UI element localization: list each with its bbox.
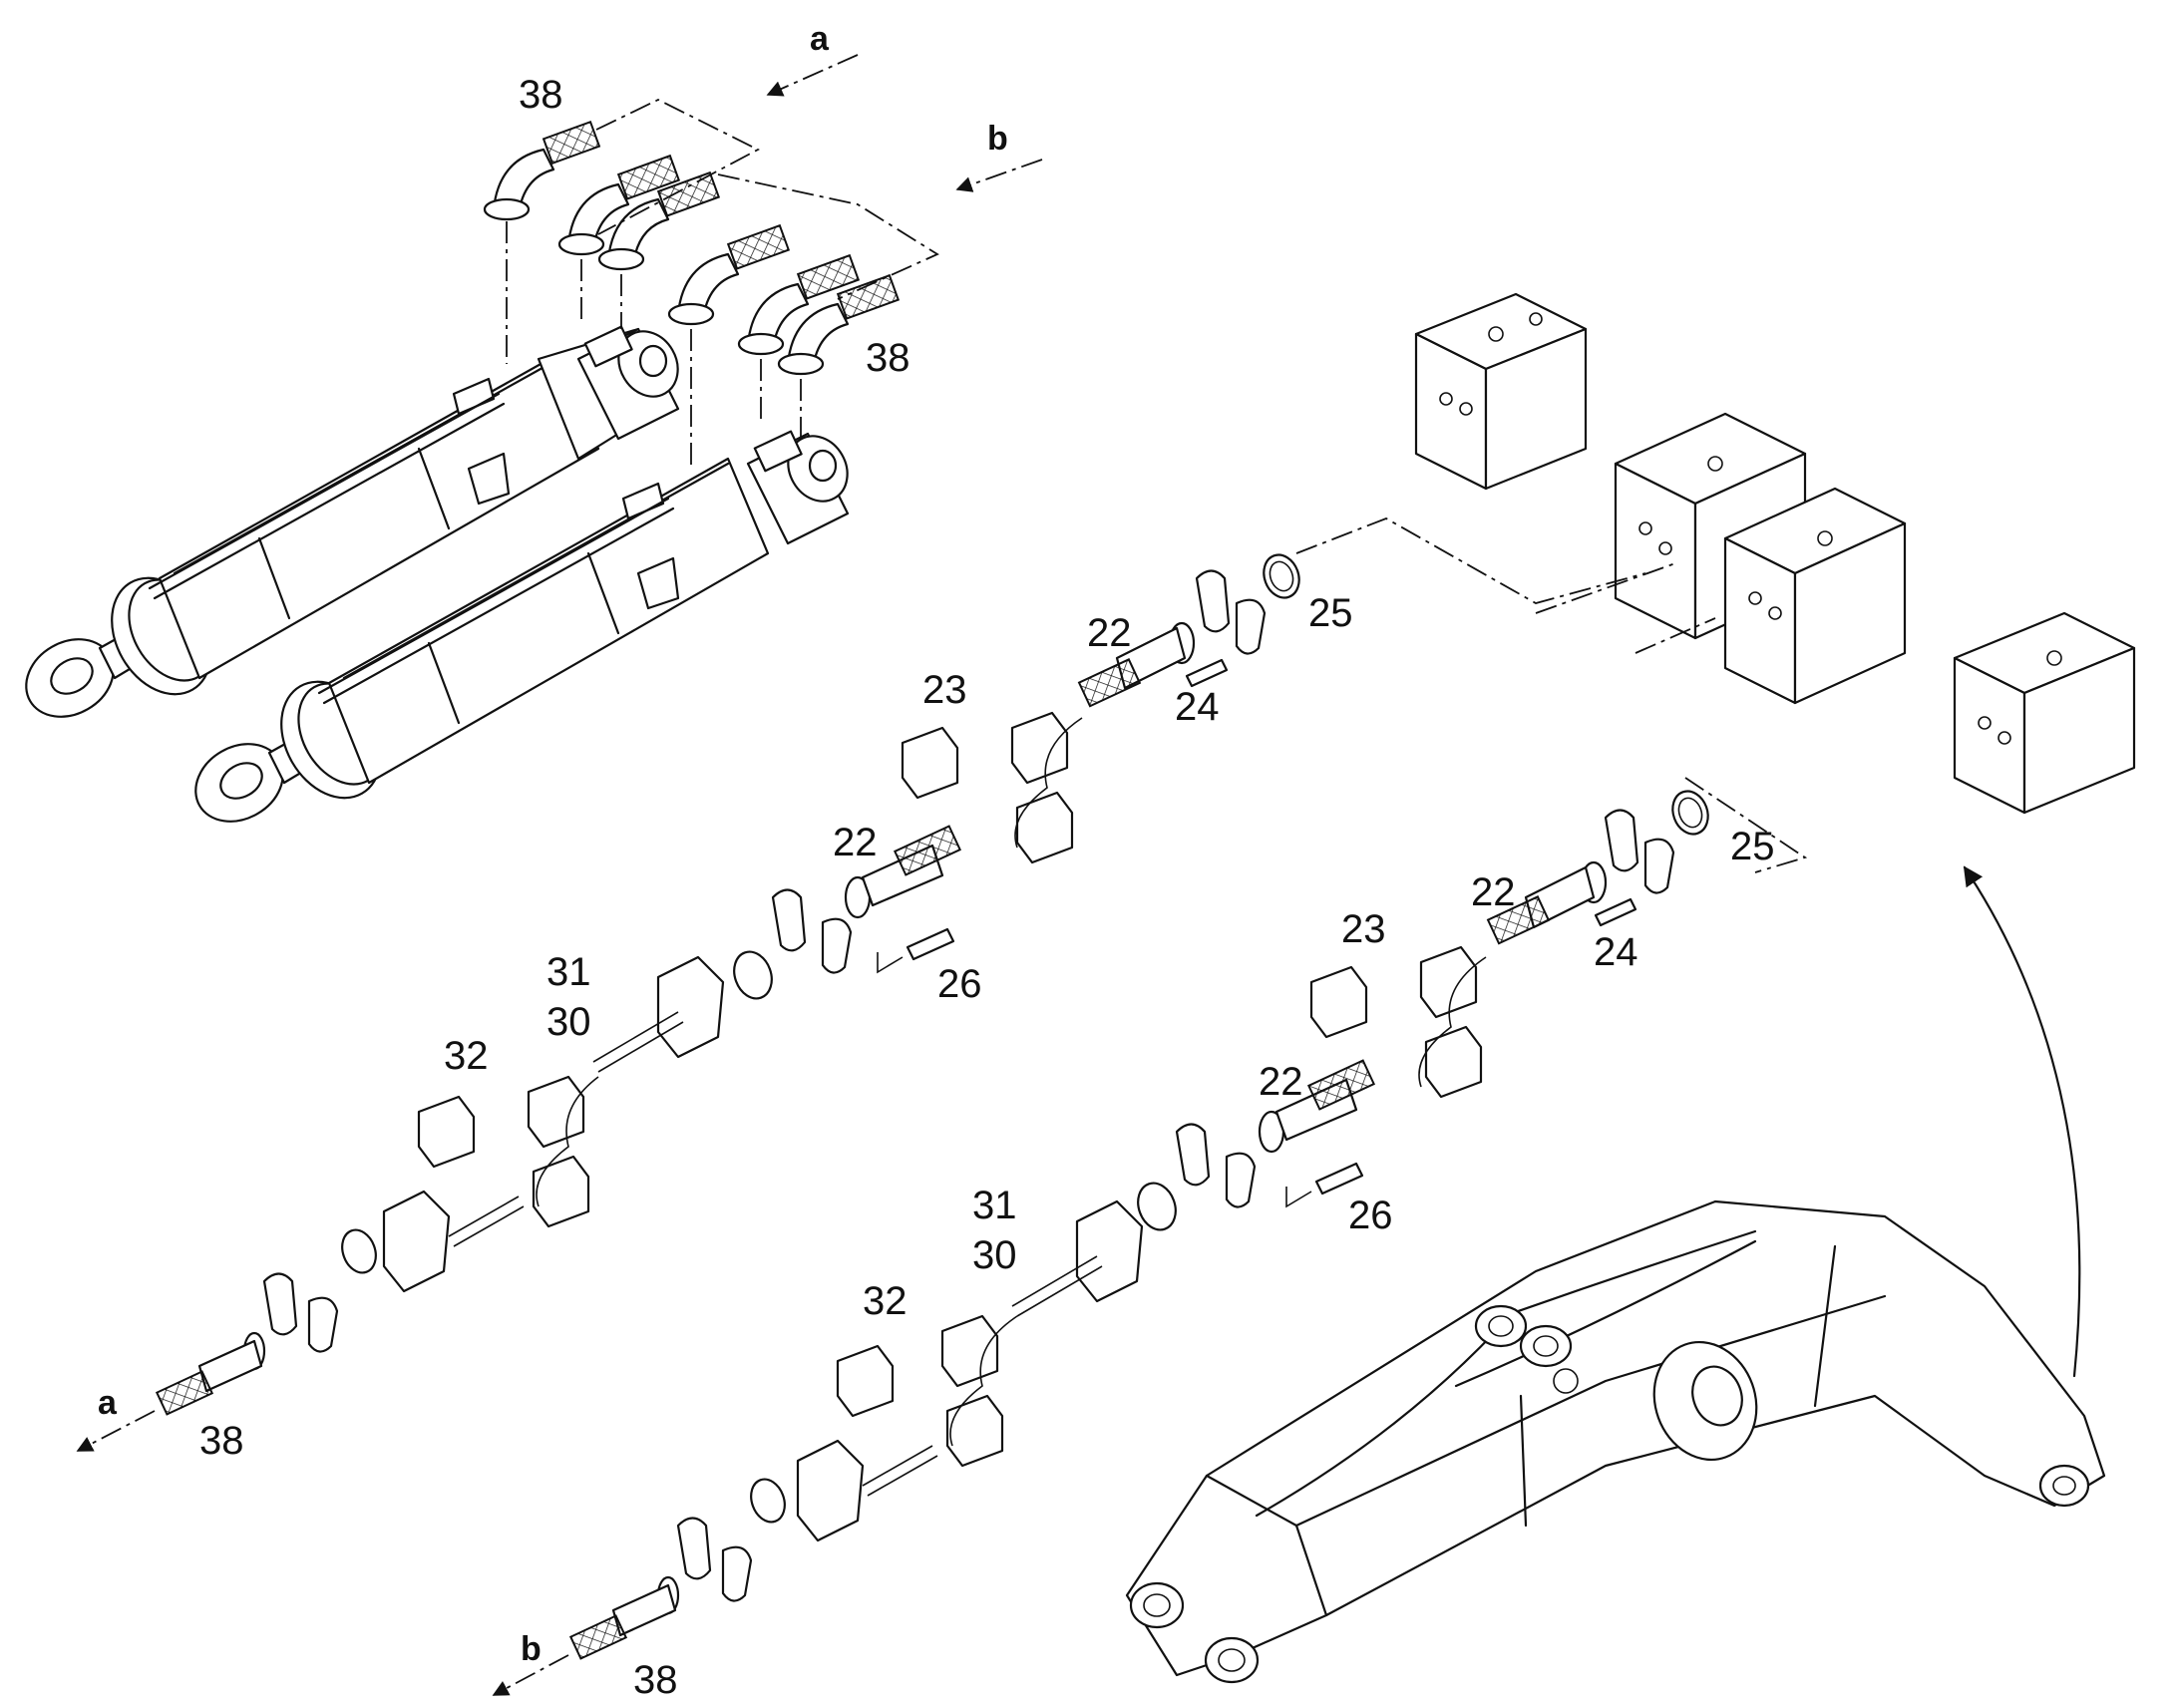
callout-22: 22: [1087, 611, 1132, 655]
arrow-letter: b: [521, 1630, 542, 1668]
callout-26: 26: [937, 962, 982, 1006]
callout-24: 24: [1594, 930, 1638, 974]
callout-38: 38: [199, 1419, 244, 1463]
hydraulic-cylinder-upper: [25, 325, 680, 718]
callout-38: 38: [633, 1658, 678, 1702]
hose-fitting: [737, 253, 861, 356]
callout-31: 31: [972, 1184, 1017, 1227]
curved-arrow: [1963, 865, 2081, 1378]
callout-26: 26: [1348, 1194, 1393, 1237]
arrow-letter: b: [987, 120, 1008, 158]
callout-30: 30: [972, 1233, 1017, 1277]
callout-25: 25: [1308, 591, 1353, 635]
o-ring: [1263, 553, 1300, 599]
callout-23: 23: [1341, 907, 1386, 951]
valve-block: [1414, 292, 1588, 491]
arrow-letter: a: [98, 1384, 118, 1422]
hydraulic-cylinder-lower: [194, 430, 850, 823]
hose-fitting: [557, 154, 681, 256]
arrow-b-top: b: [955, 120, 1043, 192]
callout-32: 32: [863, 1279, 908, 1323]
callout-labels: 38 38 25 22 24 23 22 26 31 30 32 38 25 2…: [98, 73, 1775, 1702]
callout-25: 25: [1730, 825, 1775, 868]
callout-38: 38: [519, 73, 563, 117]
callout-30: 30: [546, 1000, 591, 1044]
hose-fitting: [667, 223, 791, 326]
arrow-letter: a: [810, 20, 830, 58]
valve-block: [1723, 487, 1907, 705]
callout-24: 24: [1175, 685, 1220, 729]
callout-22: 22: [1471, 870, 1516, 914]
arrow-a-top: a: [766, 20, 859, 97]
callout-31: 31: [546, 950, 591, 994]
callout-38: 38: [866, 336, 910, 380]
hose-fitting: [777, 273, 901, 376]
callout-22: 22: [833, 821, 878, 864]
excavator-boom: [1125, 1199, 2106, 1684]
valve-block: [1953, 611, 2136, 815]
hose-fitting: [597, 171, 721, 271]
pipe-assembly-b: [492, 790, 1709, 1696]
pipe-assembly-a: [76, 553, 1300, 1452]
hose-fittings-top: [483, 98, 939, 469]
hose-fitting: [483, 120, 601, 221]
callout-22: 22: [1259, 1060, 1303, 1104]
callout-32: 32: [444, 1034, 489, 1078]
callout-23: 23: [922, 668, 967, 712]
